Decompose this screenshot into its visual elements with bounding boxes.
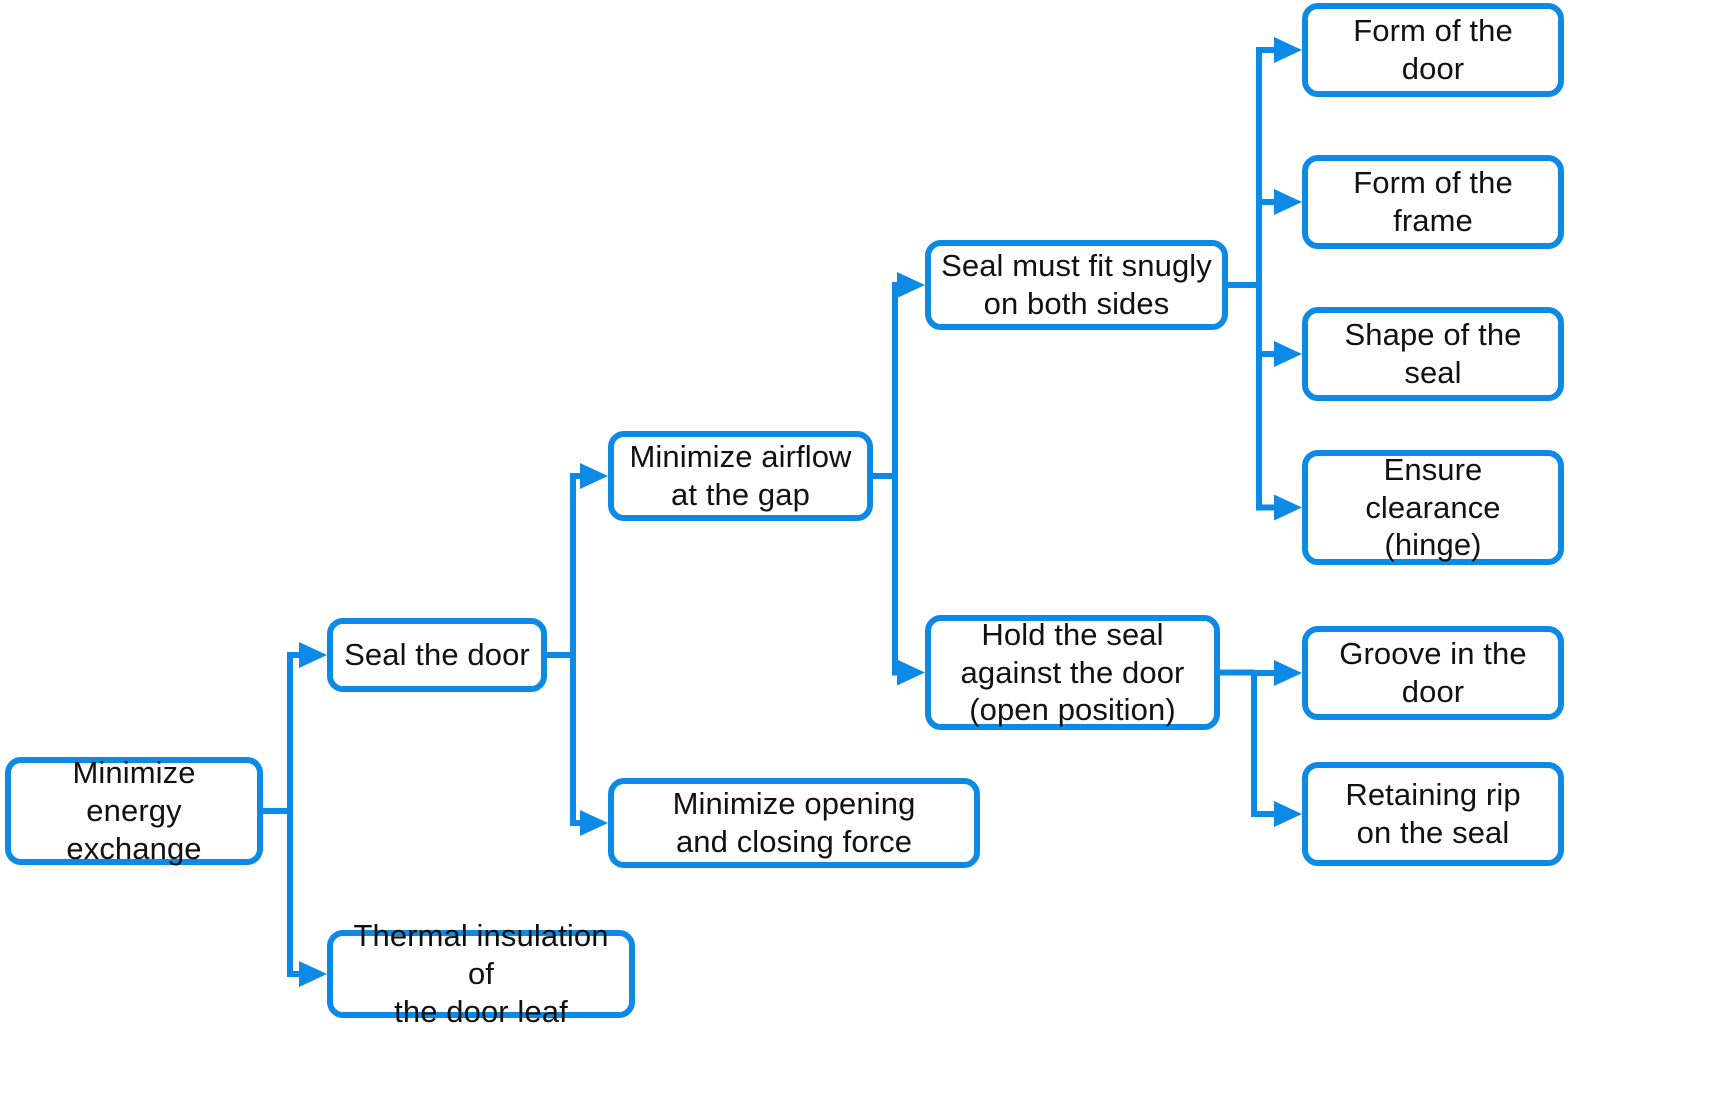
arrow-head-icon — [1274, 189, 1302, 215]
node-label: Shape of the seal — [1344, 317, 1522, 390]
connector-hold-seal-to-retaining-rip — [1251, 672, 1302, 827]
arrow-head-icon — [897, 659, 925, 686]
node-root[interactable]: Minimize energy exchange — [5, 755, 263, 866]
arrow-head-icon — [897, 272, 925, 298]
node-label: Ensure clearance(hinge) — [1365, 451, 1501, 563]
connector-root-to-seal-door — [287, 642, 327, 811]
connector-airflow-to-snug-fit — [892, 272, 925, 476]
node-label: Seal the door — [344, 637, 530, 673]
connector-seal-door-to-airflow — [570, 463, 608, 655]
arrow-head-icon — [1274, 801, 1302, 827]
arrow-head-icon — [580, 463, 608, 489]
arrow-head-icon — [1274, 660, 1302, 686]
connector-seal-door-to-opening-force — [570, 655, 608, 836]
node-label: Form of the door — [1353, 13, 1513, 86]
arrow-head-icon — [1274, 494, 1302, 521]
connector-root-to-thermal — [287, 811, 327, 987]
node-groove[interactable]: Groove in the door — [1302, 626, 1564, 720]
arrow-head-icon — [299, 961, 327, 987]
connector-airflow-to-hold-seal — [892, 476, 925, 686]
node-label: Form of the frame — [1353, 165, 1513, 238]
arrow-head-icon — [1274, 37, 1302, 63]
arrow-head-icon — [580, 810, 608, 836]
connector-snug-fit-to-clearance — [1256, 285, 1302, 521]
arrow-head-icon — [299, 642, 327, 668]
arrow-head-icon — [1274, 341, 1302, 367]
node-clearance[interactable]: Ensure clearance(hinge) — [1302, 450, 1564, 565]
node-label: Groove in the door — [1339, 636, 1527, 709]
connector-snug-fit-to-form-door — [1256, 37, 1302, 285]
node-form-door[interactable]: Form of the door — [1302, 3, 1564, 97]
node-shape-seal[interactable]: Shape of the seal — [1302, 307, 1564, 401]
connector-snug-fit-to-shape-seal — [1256, 285, 1302, 367]
node-seal-door[interactable]: Seal the door — [327, 618, 547, 692]
connector-hold-seal-to-groove — [1251, 660, 1302, 686]
node-form-frame[interactable]: Form of the frame — [1302, 155, 1564, 249]
node-label: Minimize energy exchange — [66, 755, 202, 866]
connector-snug-fit-to-form-frame — [1256, 189, 1302, 285]
